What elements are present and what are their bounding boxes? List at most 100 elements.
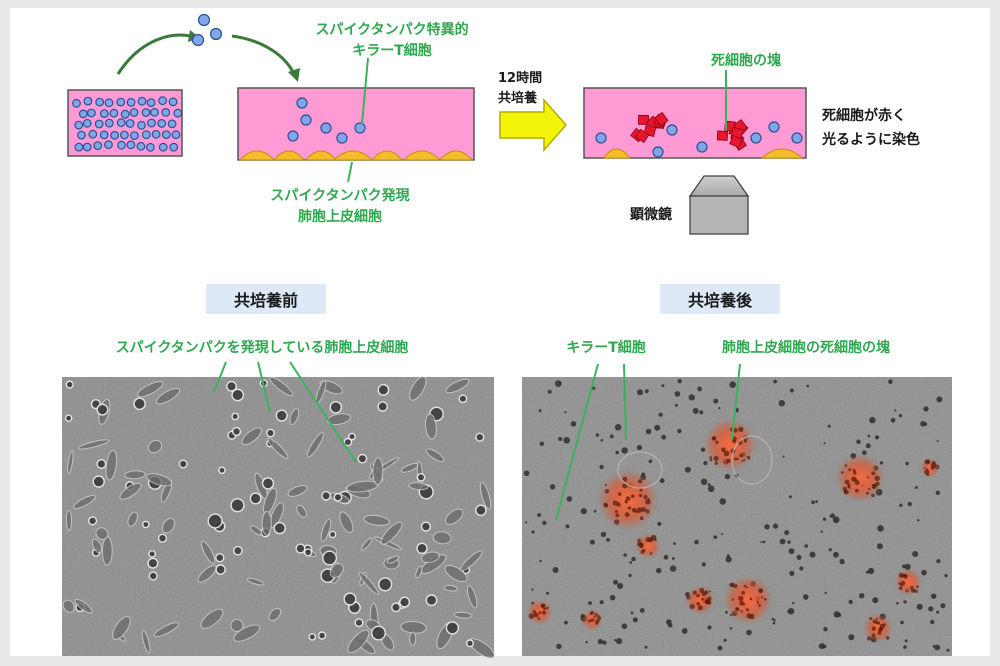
- before-spindle-cell: [361, 537, 373, 551]
- before-spindle-cell: [105, 449, 118, 481]
- before-round-cell: [348, 432, 356, 441]
- after-debris: [823, 627, 828, 632]
- after-debris: [903, 600, 907, 604]
- floating-cell: [191, 33, 205, 47]
- dead-cell-speck: [604, 503, 609, 508]
- after-debris: [531, 530, 535, 534]
- killer-t-cell: [171, 130, 181, 140]
- after-debris: [657, 521, 662, 526]
- after-debris: [746, 629, 752, 636]
- dead-cell-speck: [528, 613, 535, 619]
- after-debris: [930, 619, 935, 625]
- dead-cell-speck: [709, 458, 713, 462]
- dead-cell-speck: [855, 488, 859, 493]
- after-debris: [896, 602, 899, 605]
- after-debris: [523, 470, 530, 477]
- before-round-cell: [343, 592, 357, 606]
- before-spindle-cell: [95, 527, 109, 540]
- dead-cell-clump-stained: [704, 419, 756, 471]
- after-debris: [792, 601, 795, 605]
- after-debris: [865, 443, 871, 449]
- after-debris: [723, 638, 727, 642]
- dead-cell-speck: [924, 459, 930, 465]
- after-debris: [799, 566, 804, 571]
- dead-cell-speck: [723, 450, 730, 457]
- after-debris: [900, 620, 904, 625]
- killer-t-cell: [161, 107, 171, 117]
- before-round-cell: [371, 625, 387, 641]
- before-round-cell: [391, 602, 401, 613]
- after-debris: [944, 574, 948, 578]
- killer-t-cell: [161, 130, 171, 140]
- dead-cell-speck: [729, 613, 733, 617]
- killer-t-cell: [137, 120, 146, 130]
- leader-before-1: [213, 361, 227, 393]
- before-round-cell: [266, 428, 275, 438]
- after-debris: [859, 593, 865, 599]
- after-debris: [556, 643, 562, 650]
- killer-t-cell: [652, 146, 664, 158]
- after-debris: [631, 556, 636, 562]
- after-debris: [787, 610, 790, 613]
- dead-cell-speck: [707, 596, 712, 601]
- killer-t-cell: [120, 109, 130, 119]
- before-round-cell: [133, 397, 146, 411]
- killer-t-cell: [117, 140, 126, 150]
- after-debris: [721, 533, 723, 535]
- before-spindle-cell: [289, 408, 300, 426]
- before-spindle-cell: [136, 381, 164, 398]
- before-spindle-cell: [261, 510, 272, 536]
- dead-cell-speck: [871, 633, 876, 638]
- dead-cell-clump: [716, 119, 749, 151]
- after-debris: [552, 567, 559, 573]
- dead-cell-clump: [630, 111, 669, 144]
- dead-cell-speck: [900, 580, 906, 586]
- killer-t-cell: [147, 118, 156, 128]
- after-debris: [796, 554, 802, 560]
- before-spindle-cell: [91, 538, 103, 554]
- dead-cell-speck: [701, 597, 704, 601]
- after-debris: [773, 379, 777, 384]
- before-spindle-cell: [380, 521, 403, 545]
- dead-cell-clump-stained: [864, 614, 892, 642]
- dead-clump-label: 死細胞の塊: [710, 52, 781, 69]
- dead-cell-speck: [879, 623, 885, 629]
- after-debris: [713, 535, 718, 539]
- before-spindle-cell: [306, 432, 324, 458]
- after-cell-outline: [731, 435, 773, 485]
- after-debris: [549, 484, 556, 490]
- after-debris: [700, 447, 706, 452]
- dead-cell-speck: [589, 612, 592, 615]
- dead-cell-speck: [713, 436, 717, 440]
- killer-t-cell: [83, 96, 93, 106]
- dead-cell-speck: [874, 475, 880, 481]
- before-round-cell: [273, 521, 286, 535]
- before-spindle-cell: [445, 378, 470, 394]
- killer-t-cell: [141, 108, 151, 117]
- killer-t-cell: [168, 97, 178, 107]
- before-spindle-cell: [233, 624, 261, 642]
- after-debris: [936, 610, 940, 614]
- before-round-cell: [87, 516, 98, 526]
- after-debris: [663, 554, 669, 560]
- after-debris: [588, 601, 592, 605]
- killer-t-cell: [104, 140, 113, 150]
- dead-cell-speck: [616, 502, 621, 507]
- after-debris: [823, 442, 826, 445]
- before-spindle-cell: [146, 473, 173, 487]
- after-debris: [539, 441, 544, 446]
- before-spindle-cell: [459, 550, 483, 572]
- after-debris: [724, 473, 731, 480]
- before-round-cell: [215, 564, 226, 575]
- after-debris: [717, 645, 723, 651]
- dead-cell-speck: [713, 455, 719, 462]
- leader-killer-t: [361, 57, 369, 125]
- dead-cell-speck: [926, 473, 930, 477]
- dead-cell-speck: [871, 471, 876, 476]
- micrograph-after-cells: [523, 378, 950, 652]
- after-debris: [600, 439, 604, 442]
- dead-cell-speck: [885, 636, 890, 640]
- dead-cell-speck: [645, 509, 650, 514]
- killer-t-cell: [157, 118, 167, 128]
- dish-2: [237, 87, 475, 161]
